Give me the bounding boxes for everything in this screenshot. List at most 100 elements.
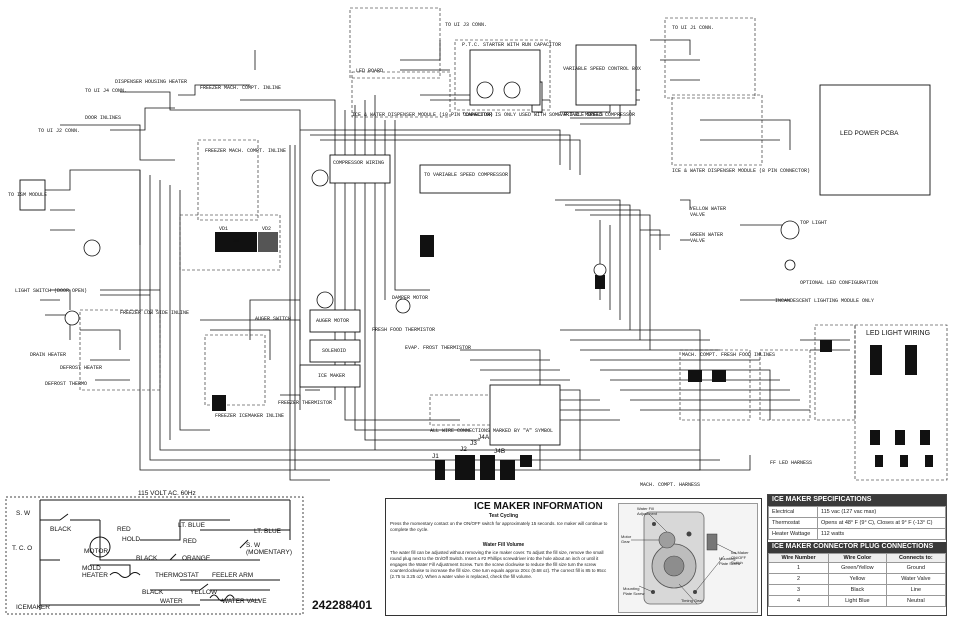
ice-maker-photo: Water Fill Adjustment Motor Gear Mountin… [618,503,758,613]
label-defrost-thermo: DEFROST THERMO [45,381,88,387]
label-j4b: J4B [494,448,506,455]
label-to-ui-j3: TO UI J3 CONN. [445,22,488,28]
schematic-tco: T. C. O [12,545,33,552]
spec-value: Opens at 48° F (9° C), Closes at 9° F (-… [816,517,947,529]
wire-number: 2 [767,573,830,585]
connects-to: Neutral [885,595,947,607]
wire-color: Yellow [828,573,887,585]
label-j3: J3 [470,440,477,447]
ice-maker-specs-panel: ICE MAKER SPECIFICATIONS Electrical 115 … [767,494,947,616]
label-freezer-mach-inline: FREEZER MACH. COMPT. INLINE [200,85,282,91]
callout-timing-gear: Timing Gear [681,598,703,603]
label-variable-speed-comp: VARIABLE SPEED COMPRESSOR [560,112,636,118]
schematic-mold-heater: MOLD HEATER [82,565,108,579]
test-cycling-heading: Test Cycling [488,513,519,519]
schematic-supply: 115 VOLT AC. 60Hz [138,490,196,497]
label-vd1: VD1 [219,226,229,232]
spec-label: Electrical [768,506,818,518]
label-solenoid: SOLENOID [322,348,347,354]
schematic-sw-momentary: S. W (MOMENTARY) [246,542,292,556]
ice-maker-info-panel: ICE MAKER INFORMATION Test Cycling Press… [385,498,762,616]
label-door-inlines: DOOR INLINES [85,115,122,121]
callout-mounting-plate-screw-right: Mounting Plate Screw [719,556,741,566]
label-ice-water-module-10: ICE & WATER DISPENSER MODULE (10 PIN CON… [352,112,494,118]
specs-table: Electrical 115 vac (127 vac max) Thermos… [768,506,947,540]
table-row: Electrical 115 vac (127 vac max) [768,506,947,518]
label-dispenser-heater: DISPENSER HOUSING HEATER [115,79,188,85]
schematic-red: RED [117,526,131,533]
label-led-light-wiring: LED LIGHT WIRING [866,330,931,337]
label-green-water-valve: GREEN WATER VALVE [690,232,724,244]
label-incandescent-light: INCANDESCENT LIGHTING MODULE ONLY [775,298,875,304]
wire-color: Light Blue [828,595,887,607]
label-capacitor-note: *CAPACITOR IS ONLY USED WITH SOME P.T.C.… [462,112,604,118]
table-row: 3 Black Line [767,584,947,596]
label-ice-maker: ICE MAKER [318,373,346,379]
label-drain-heater: DRAIN HEATER [30,352,67,358]
label-to-ism: TO ISM MODULE [8,192,48,198]
schematic-hold: HOLD [122,536,141,543]
connector-title: ICE MAKER CONNECTOR PLUG CONNECTIONS [768,542,946,553]
schematic-water: WATER [160,598,183,605]
test-cycling-text: Press the momentary contact on the ON/OF… [390,521,608,532]
label-auger-switch: AUGER SWITCH [255,316,292,322]
label-mach-compt-harness: MACH. COMPT. HARNESS [640,482,701,488]
label-vd2: VD2 [262,226,272,232]
ice-maker-illustration [631,511,738,605]
callout-water-fill-adj: Water Fill Adjustment [637,506,658,516]
wire-color: Green/Yellow [828,562,887,574]
schematic-black-2: BLACK [136,555,158,562]
label-sw: SW [233,238,240,244]
water-fill-heading: Water Fill Volume [482,542,525,548]
label-mach-compt-ff: MACH. COMPT. FRESH FOOD INLINES [682,352,776,358]
label-compressor-wiring: COMPRESSOR WIRING [333,160,385,166]
schematic-thermostat: THERMOSTAT [155,572,199,579]
ice-maker-info-title: ICE MAKER INFORMATION [474,501,603,512]
schematic-black-3: BLACK [142,589,164,596]
schematic-feeler-arm: FEELER ARM [212,572,254,579]
label-j1: J1 [432,453,439,460]
label-ff-led-harness: FF LED HARNESS [770,460,813,466]
schematic-yellow: YELLOW [190,589,218,596]
label-top-light: TOP LIGHT [800,220,828,226]
schematic-motor: MOTOR [84,548,109,555]
schematic-sw: S. W [16,510,31,517]
label-ice-water-module-8: ICE & WATER DISPENSER MODULE (8 PIN CONN… [672,168,811,174]
schematic-icemaker: ICEMAKER [16,604,50,611]
label-led-power-pcba: LED POWER PCBA [840,130,899,137]
label-to-ui-j4: TO UI J4 CONN. [85,88,128,94]
label-variable-speed-ctrl: VARIABLE SPEED CONTROL BOX [563,66,642,72]
table-row: Heater Wattage 112 watts [768,528,947,540]
label-auger-motor: AUGER MOTOR [316,318,350,324]
table-row: 4 Light Blue Neutral [767,595,947,607]
table-row: Thermostat Opens at 48° F (9° C), Closes… [768,517,947,529]
table-row: 1 Green/Yellow Ground [767,562,947,574]
spec-value: 112 watts [816,528,947,540]
label-freezer-thermistor: FREEZER THERMISTOR [278,400,333,406]
water-fill-text: The water fill can be adjusted without r… [390,550,607,579]
connects-to: Ground [885,562,947,574]
part-number: 242288401 [312,598,373,612]
label-defrost-heater: DEFROST HEATER [60,365,103,371]
label-light-switch: LIGHT SWITCH (DOOR OPEN) [15,288,88,294]
label-led-board: LED BOARD [356,68,384,74]
col-header: Wire Color [828,553,887,563]
schematic-red-2: RED [183,538,197,545]
col-header: Connects to: [885,553,947,563]
callout-motor-gear: Motor Gear [621,534,632,544]
wire-number: 1 [767,562,830,574]
label-ptc-starter: P.T.C. STARTER WITH RUN CAPACITOR [462,42,562,48]
label-freezer-mach-inline-2: FREEZER MACH. COMPT. INLINE [205,148,287,154]
label-optional-led: OPTIONAL LED CONFIGURATION [800,280,879,286]
label-j4a: J4A [478,434,490,441]
label-all-wire-connections: ALL WIRE CONNECTIONS MARKED BY "A" SYMBO… [430,428,554,434]
schematic-lt-blue-2: LT. BLUE [254,528,281,535]
table-header-row: Wire Number Wire Color Connects to: [767,553,947,563]
spec-label: Thermostat [768,517,818,529]
label-yellow-water-valve: YELLOW WATER VALVE [690,206,727,218]
schematic-orange: ORANGE [182,555,211,562]
spec-value: 115 vac (127 vac max) [816,506,947,518]
callout-on-off-switch: Ice Maker ON/OFF Switch [731,550,749,565]
col-header: Wire Number [767,553,830,563]
